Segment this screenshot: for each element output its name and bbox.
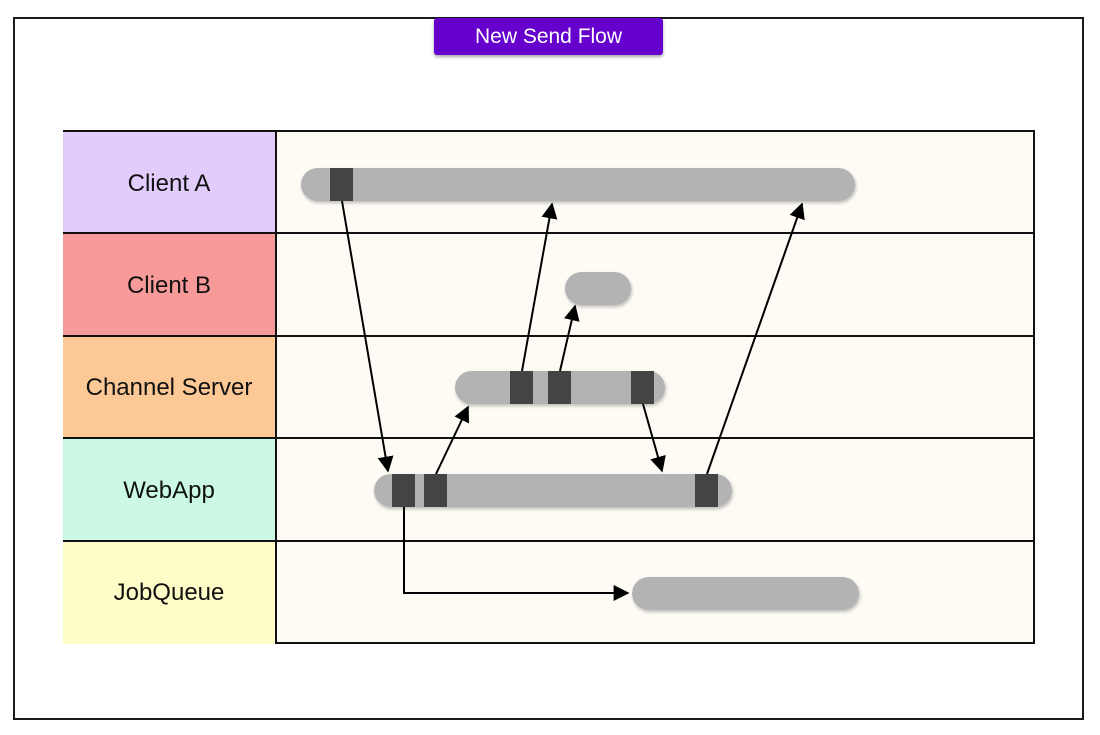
arrow-webapp-to-jobqueue xyxy=(403,507,630,601)
lane-label-webapp: WebApp xyxy=(63,439,277,542)
event-block-webapp xyxy=(695,474,718,507)
lane-divider xyxy=(63,232,1035,234)
arrow-channel-server-to-client-a xyxy=(521,202,558,372)
lane-label-channel-server: Channel Server xyxy=(63,336,277,439)
event-block-channel-server xyxy=(631,371,654,404)
arrow-channel-server-to-client-b xyxy=(559,304,580,372)
activation-bar-webapp xyxy=(374,474,732,507)
lane-label-jobqueue: JobQueue xyxy=(63,541,277,644)
arrow-channel-server-to-webapp xyxy=(642,403,666,473)
event-block-channel-server xyxy=(510,371,533,404)
event-block-webapp xyxy=(424,474,447,507)
activation-bar-jobqueue xyxy=(632,577,859,610)
lane-divider xyxy=(63,540,1035,542)
arrow-client-a-to-webapp xyxy=(341,200,394,473)
lane-divider xyxy=(63,437,1035,439)
event-block-client-a xyxy=(330,168,353,201)
arrow-webapp-to-client-a xyxy=(706,202,805,475)
lane-label-client-b: Client B xyxy=(63,234,277,337)
lane-divider xyxy=(63,335,1035,337)
event-block-channel-server xyxy=(548,371,571,404)
activation-bar-client-b xyxy=(565,272,631,305)
activation-bar-client-a xyxy=(301,168,855,201)
arrow-webapp-to-channel-server xyxy=(435,405,470,475)
event-block-webapp xyxy=(392,474,415,507)
diagram-title: New Send Flow xyxy=(434,18,663,55)
lane-label-client-a: Client A xyxy=(63,132,277,235)
